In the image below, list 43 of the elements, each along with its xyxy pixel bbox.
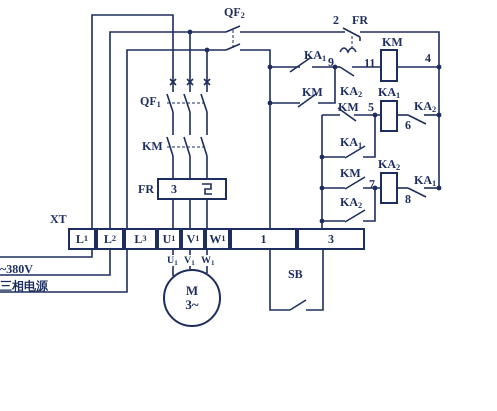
component-label: FR — [352, 14, 368, 27]
component-label: KA$_{2}$ — [340, 196, 362, 209]
terminal-cell: 1 — [230, 228, 297, 250]
component-label: KM — [340, 167, 361, 180]
terminal-cell: 3 — [297, 228, 365, 250]
relay-coil — [380, 172, 398, 204]
relay-coil — [380, 100, 398, 132]
block-number: 3 — [171, 182, 177, 196]
relay-block — [157, 178, 227, 200]
component-label: KA$_{2}$ — [414, 100, 436, 113]
component-label: KA$_{2}$ — [340, 85, 362, 98]
component-label: KA$_{1}$ — [414, 174, 436, 187]
wire-label: W$_{1}$ — [200, 255, 216, 266]
component-label: KM — [382, 36, 403, 49]
component-label: SB — [288, 268, 303, 281]
wire-label: V$_{1}$ — [183, 255, 196, 266]
terminal-strip-label: XT — [50, 213, 67, 226]
wire-label: U$_{1}$ — [166, 255, 179, 266]
wire — [189, 250, 191, 270]
supply-label: ~380V — [0, 263, 33, 276]
component-label: KA$_{2}$ — [378, 158, 400, 171]
wire-number: 8 — [405, 193, 411, 206]
wire-number: 7 — [369, 178, 375, 191]
component-label: KM — [142, 140, 163, 153]
wire-number: 9 — [328, 56, 334, 69]
component-label: KA$_{1}$ — [304, 49, 326, 62]
component-label: KA$_{1}$ — [378, 86, 400, 99]
wire-number: 5 — [368, 101, 374, 114]
component-label: KM — [338, 101, 359, 114]
wire — [189, 200, 191, 228]
wire-number: 4 — [425, 52, 431, 65]
supply-label: 三相电源 — [0, 280, 48, 293]
component-label: KA$_{1}$ — [340, 136, 362, 149]
component-label: QF$_{2}$ — [224, 6, 245, 19]
relay-coil — [380, 49, 398, 82]
wire-number: 2 — [333, 14, 339, 27]
component-label: KM — [302, 86, 323, 99]
component-label: FR — [138, 183, 154, 196]
motor-symbol: M 3~ — [163, 269, 221, 327]
component-label: QF$_{1}$ — [140, 95, 161, 108]
wire — [206, 200, 208, 228]
wire-number: 6 — [405, 119, 411, 132]
wire — [172, 200, 174, 228]
